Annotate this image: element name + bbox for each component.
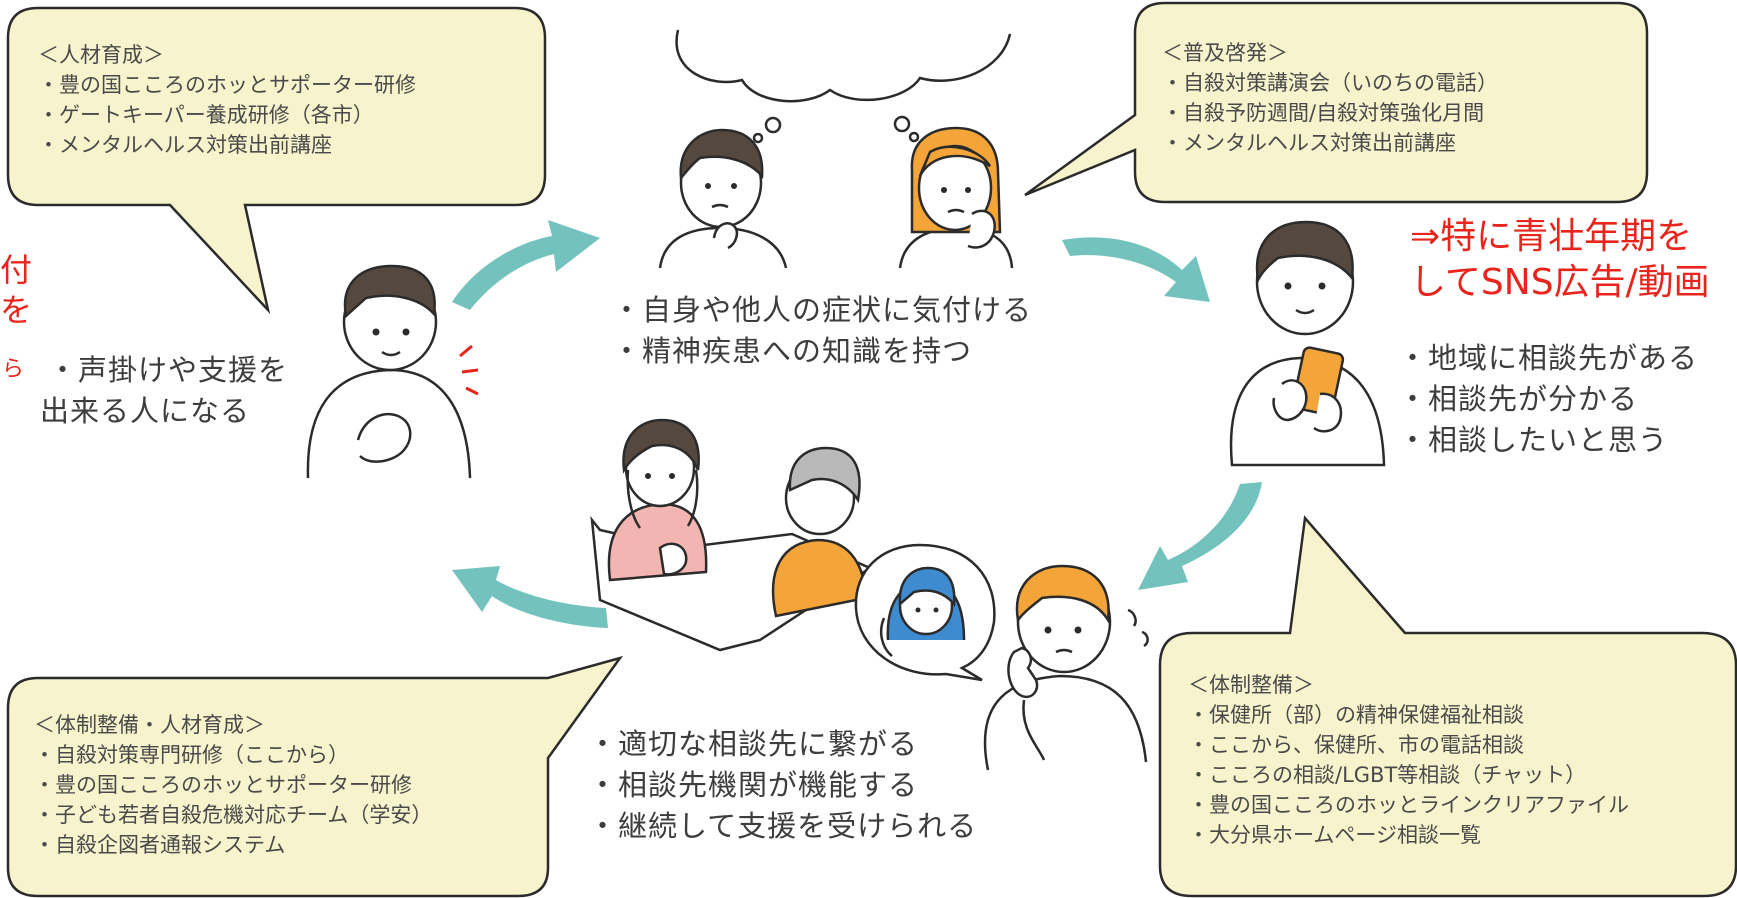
bubble-heading: ＜体制整備・人材育成＞ — [34, 713, 265, 737]
bubble-item: ・自殺対策専門研修（ここから） — [34, 743, 349, 767]
arrow-icon — [1138, 482, 1262, 590]
stage-line: ・自身や他人の症状に気付ける — [612, 293, 1033, 327]
bubble-item: ・こころの相談/LGBT等相談（チャット） — [1188, 763, 1587, 787]
bubble-item: ・大分県ホームページ相談一覧 — [1188, 823, 1481, 847]
bubble-bottom-right: ＜体制整備＞ ・保健所（部）の精神保健福祉相談 ・ここから、保健所、市の電話相談… — [1188, 670, 1629, 850]
bubble-item: ・ここから、保健所、市の電話相談 — [1188, 733, 1524, 757]
person-thinking-icon — [658, 128, 788, 269]
stage-line: ・地域に相談先がある — [1398, 341, 1699, 375]
stage-right-text: ・地域に相談先がある ・相談先が分かる ・相談したいと思う — [1398, 338, 1698, 461]
stage-line: ・適切な相談先に繋がる — [588, 727, 919, 761]
note-line: を — [0, 291, 33, 329]
person-smartphone-icon — [1229, 220, 1386, 467]
bubble-item: ・自殺対策講演会（いのちの電話） — [1162, 71, 1498, 95]
bubble-top-right: ＜普及啓発＞ ・自殺対策講演会（いのちの電話） ・自殺予防週間/自殺対策強化月間… — [1162, 38, 1498, 158]
stage-top-text: ・自身や他人の症状に気付ける ・精神疾患への知識を持つ — [612, 290, 1032, 372]
stage-line: ・精神疾患への知識を持つ — [612, 334, 973, 368]
bubble-item: ・ゲートキーパー養成研修（各市） — [38, 103, 374, 127]
thought-cloud-icon — [675, 29, 1012, 144]
bubble-item: ・自殺企図者通報システム — [34, 833, 286, 857]
bubble-heading: ＜体制整備＞ — [1188, 673, 1314, 697]
operator-bubble-icon — [854, 543, 996, 682]
note-left-red: 付 を ら — [0, 250, 32, 410]
arrow-icon — [1062, 237, 1210, 302]
bubble-item: ・自殺予防週間/自殺対策強化月間 — [1162, 101, 1485, 125]
stage-line: ・相談したいと思う — [1398, 423, 1669, 457]
arrow-icon — [452, 566, 608, 628]
bubble-top-right-shape — [1024, 1, 1649, 204]
bubble-bottom-left: ＜体制整備・人材育成＞ ・自殺対策専門研修（ここから） ・豊の国こころのホッとサ… — [34, 710, 432, 860]
note-line: してSNS広告/動画 — [1410, 262, 1710, 303]
stage-line: 出来る人になる — [40, 394, 251, 428]
stage-line: ・声掛けや支援を — [48, 353, 289, 387]
bubble-bottom-right-shape — [1158, 515, 1737, 898]
bubble-item: ・保健所（部）の精神保健福祉相談 — [1188, 703, 1524, 727]
bubble-heading: ＜人材育成＞ — [38, 43, 164, 67]
woman-worried-icon — [898, 126, 1014, 269]
bubble-item: ・豊の国こころのホッとサポーター研修 — [34, 773, 412, 797]
bubble-top-left-shape — [6, 6, 547, 315]
stage-line: ・継続して支援を受けられる — [588, 809, 978, 843]
stage-line: ・相談先機関が機能する — [588, 768, 919, 802]
arrow-icon — [452, 220, 600, 310]
counseling-scene-icon — [590, 418, 873, 652]
note-line: 付 — [0, 251, 33, 289]
person-hand-on-chest-icon — [306, 264, 479, 479]
bubble-bottom-left-shape — [6, 655, 624, 898]
note-right-red: ⇒特に青壮年期を してSNS広告/動画 — [1410, 214, 1710, 306]
bubble-item: ・豊の国こころのホッとサポーター研修 — [38, 73, 416, 97]
note-line: ⇒特に青壮年期を — [1410, 216, 1693, 257]
stage-bottom-text: ・適切な相談先に繋がる ・相談先機関が機能する ・継続して支援を受けられる — [588, 724, 977, 847]
stage-left-text: ・声掛けや支援を 出来る人になる — [40, 350, 288, 432]
bubble-heading: ＜普及啓発＞ — [1162, 41, 1288, 65]
note-line: ら — [2, 357, 25, 382]
bubble-item: ・メンタルヘルス対策出前講座 — [1162, 131, 1456, 155]
bubble-top-left: ＜人材育成＞ ・豊の国こころのホッとサポーター研修 ・ゲートキーパー養成研修（各… — [38, 40, 416, 160]
bubble-item: ・子ども若者自殺危機対応チーム（学安） — [34, 803, 433, 827]
person-phone-call-icon — [983, 564, 1149, 771]
stage-line: ・相談先が分かる — [1398, 382, 1639, 416]
bubble-item: ・豊の国こころのホッとラインクリアファイル — [1188, 793, 1629, 817]
bubble-item: ・メンタルヘルス対策出前講座 — [38, 133, 332, 157]
